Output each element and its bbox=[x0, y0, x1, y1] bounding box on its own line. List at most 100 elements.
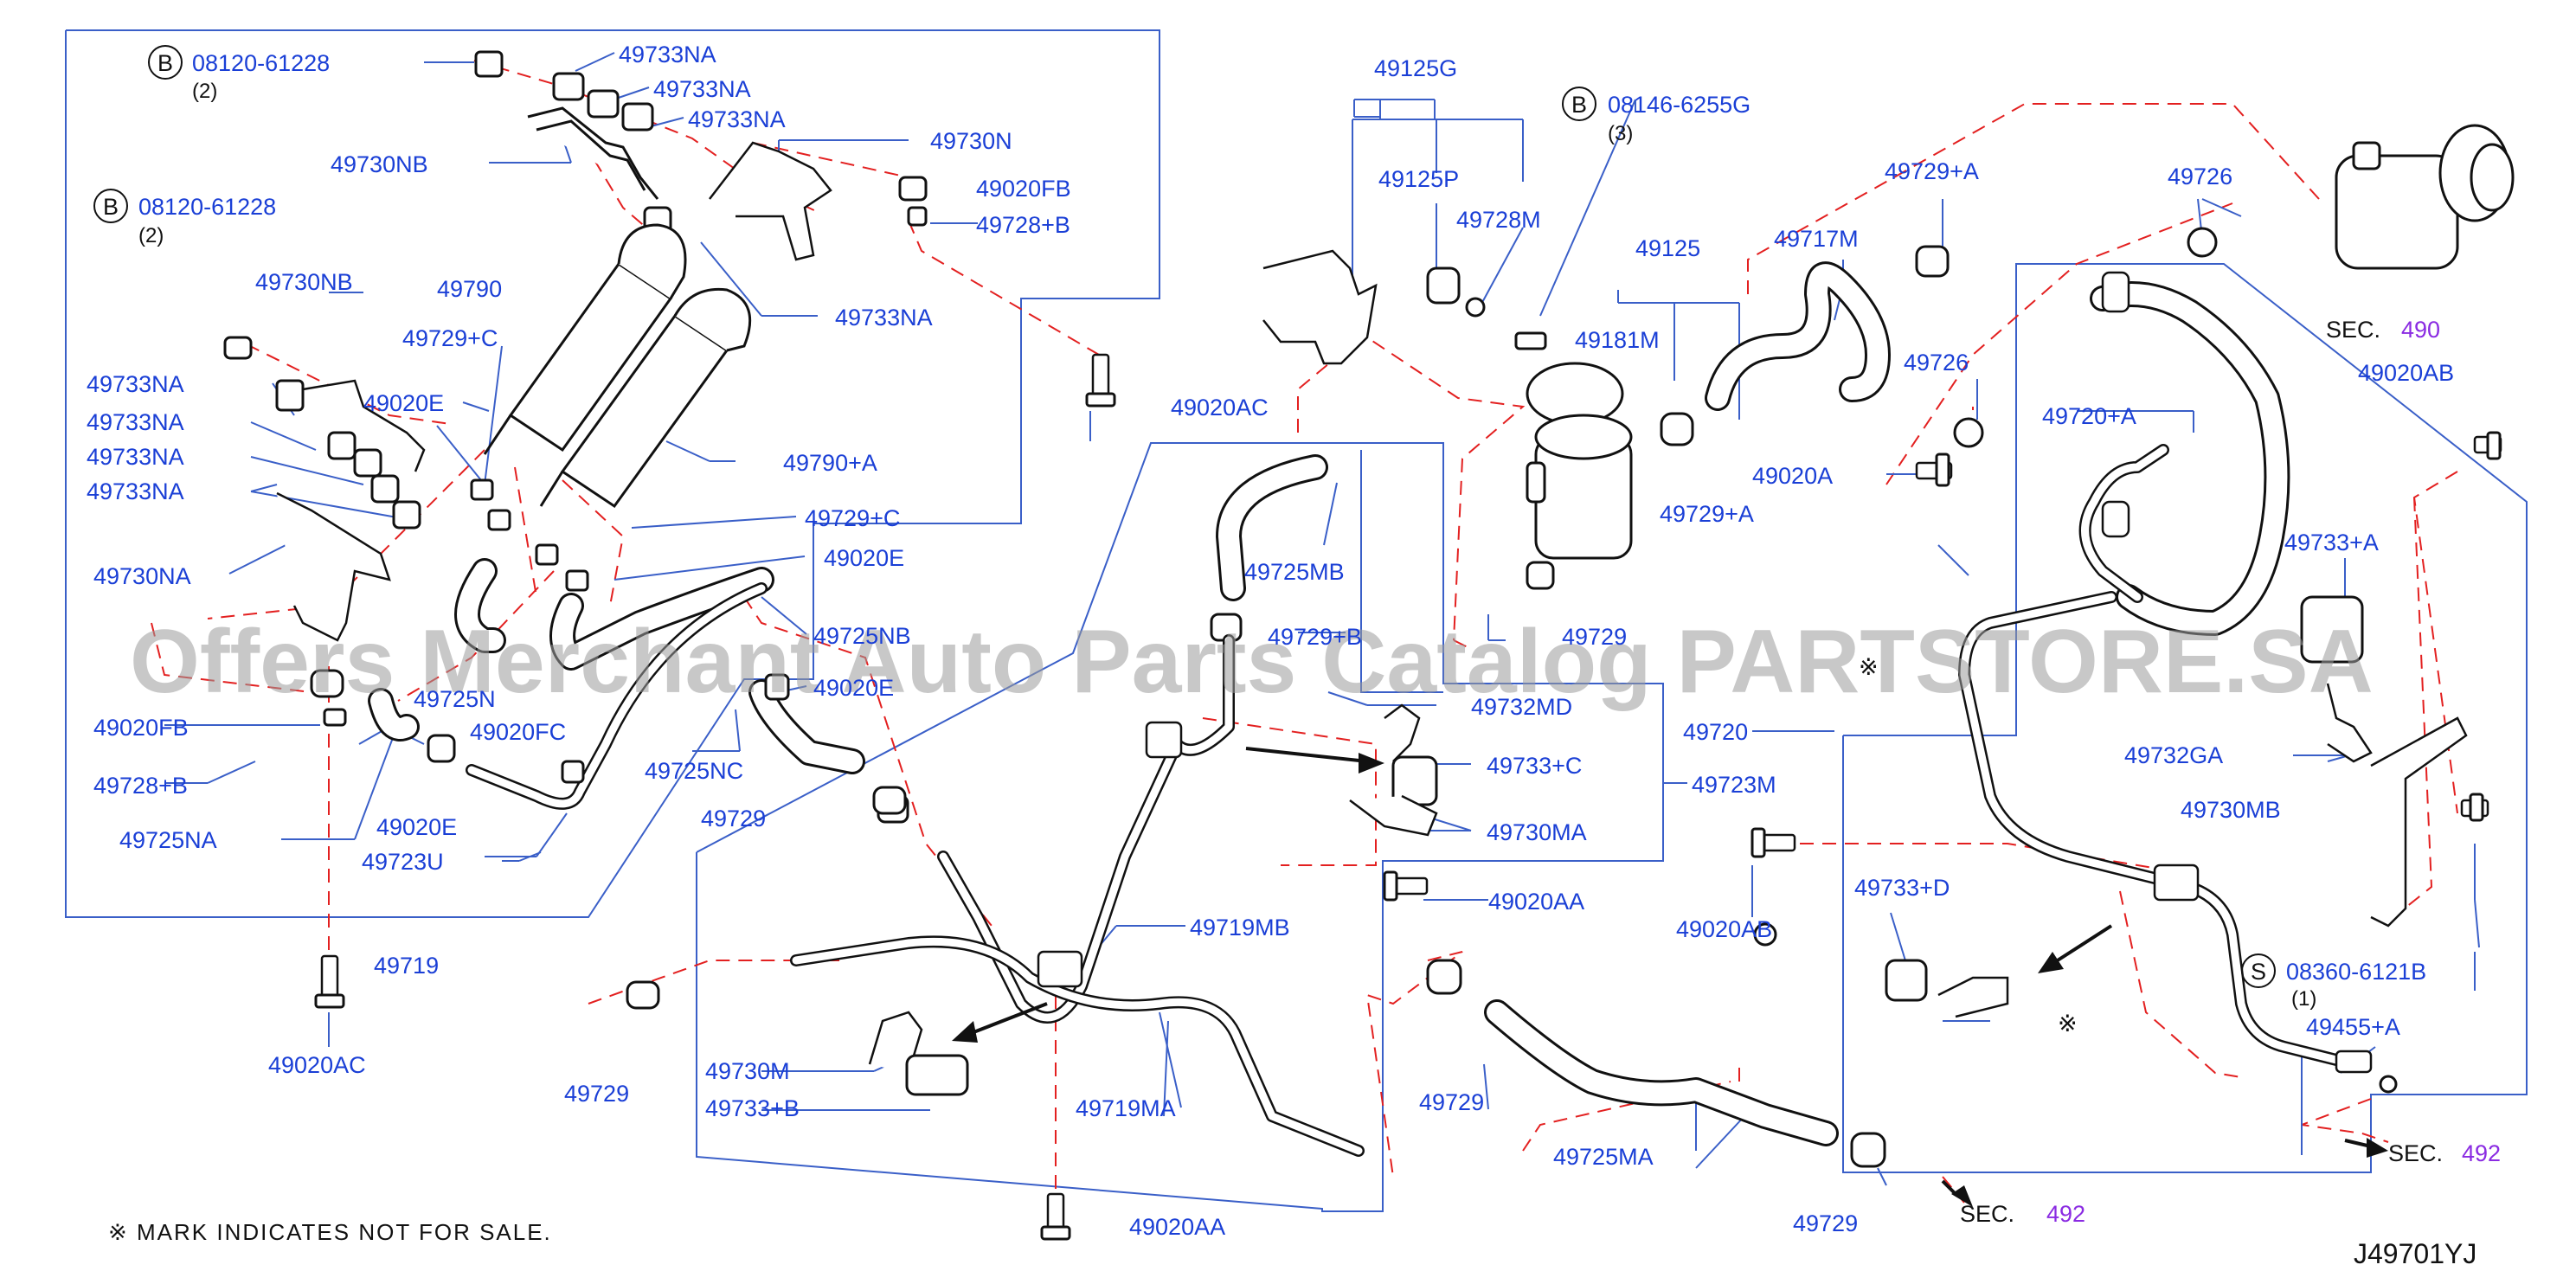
part-label: 49733NA bbox=[87, 371, 184, 397]
part-label: 49020E bbox=[824, 545, 904, 571]
bolt-prefix: B bbox=[103, 194, 119, 220]
part-label: 49728+B bbox=[976, 212, 1070, 238]
bolt-callout-1: B 08120-61228 (2) bbox=[148, 45, 330, 103]
part-label: 49733NA bbox=[835, 305, 933, 331]
not-for-sale-note: ※ MARK INDICATES NOT FOR SALE. bbox=[108, 1219, 552, 1245]
parts-artwork bbox=[223, 50, 2515, 1241]
part-label: 49723U bbox=[362, 849, 444, 875]
part-label: 49020E bbox=[376, 814, 457, 840]
part-label: 49730NA bbox=[93, 563, 191, 589]
not-for-sale-mark: ※ bbox=[2058, 1011, 2078, 1037]
part-label: 49729 bbox=[564, 1081, 629, 1107]
part-label: 49729+C bbox=[805, 505, 900, 531]
part-label: 49020AB bbox=[2358, 360, 2454, 386]
part-label: 49729 bbox=[1793, 1210, 1858, 1236]
part-label: 49720 bbox=[1683, 719, 1748, 745]
center-assembly-frame bbox=[696, 442, 1664, 1212]
part-label: 49725NC bbox=[645, 758, 743, 784]
screw-part-number: 08360-6121B bbox=[2286, 959, 2426, 985]
part-label: 49730MB bbox=[2181, 797, 2281, 823]
section-ref-492-right: SEC. 492 bbox=[2388, 1140, 2501, 1166]
part-label: 49725N bbox=[414, 686, 496, 712]
part-label: 49730NB bbox=[331, 151, 428, 177]
part-label: 49733NA bbox=[87, 478, 184, 504]
sec-number: 492 bbox=[2462, 1140, 2501, 1166]
left-assembly-frame bbox=[65, 29, 1160, 918]
part-label: 49125G bbox=[1374, 55, 1457, 81]
bolt-quantity: (2) bbox=[192, 80, 217, 103]
bolt-callout-3: B 08146-6255G (3) bbox=[1562, 87, 1751, 145]
part-label: 49733NA bbox=[87, 444, 184, 470]
screw-quantity: (1) bbox=[2291, 987, 2316, 1011]
not-for-sale-mark: ※ bbox=[1859, 654, 1879, 680]
part-label: 49733NA bbox=[688, 106, 786, 132]
part-label: 49733NA bbox=[653, 76, 751, 102]
part-label: 49730MA bbox=[1487, 819, 1587, 845]
sec-number: 490 bbox=[2401, 317, 2440, 343]
part-label: 49020FB bbox=[93, 715, 189, 741]
part-label: 49725NB bbox=[813, 623, 911, 649]
part-label: 49729+A bbox=[1660, 501, 1754, 527]
part-label: 49729 bbox=[1419, 1089, 1484, 1115]
sec-word: SEC. bbox=[1960, 1201, 2014, 1227]
part-label: 49717M bbox=[1774, 226, 1859, 252]
bolt-quantity: (3) bbox=[1608, 122, 1633, 145]
part-label: 49726 bbox=[1904, 350, 1969, 376]
part-label: 49733+C bbox=[1487, 753, 1582, 779]
part-label: 49729+B bbox=[1268, 624, 1362, 650]
part-label: 49020AC bbox=[268, 1052, 366, 1078]
part-label: 49728M bbox=[1456, 207, 1541, 233]
part-label: 49020E bbox=[813, 675, 894, 701]
watermark: Offers Merchant Auto Parts Catalog PARTS… bbox=[130, 612, 2374, 712]
part-label: 49730M bbox=[705, 1058, 790, 1084]
part-label: 49729 bbox=[701, 806, 766, 831]
right-assembly-frame bbox=[1842, 263, 2528, 1173]
part-label: 49720+A bbox=[2042, 403, 2136, 429]
part-label: 49125P bbox=[1378, 166, 1459, 192]
part-label: 49733NA bbox=[87, 409, 184, 435]
part-label: 49725MA bbox=[1553, 1144, 1654, 1170]
part-label: 49020E bbox=[363, 390, 444, 416]
part-label: 49729 bbox=[1562, 624, 1627, 650]
bolt-prefix: B bbox=[1571, 92, 1587, 118]
part-label: 49125 bbox=[1635, 235, 1700, 261]
part-label: 49020A bbox=[1752, 463, 1833, 489]
sec-number: 492 bbox=[2046, 1201, 2085, 1227]
bolt-part-number: 08146-6255G bbox=[1608, 92, 1751, 118]
part-label: 49726 bbox=[2168, 164, 2232, 189]
part-label: 49725NA bbox=[119, 827, 217, 853]
bolt-part-number: 08120-61228 bbox=[192, 50, 330, 76]
sec-word: SEC. bbox=[2388, 1140, 2443, 1166]
part-label: 49020AA bbox=[1488, 889, 1584, 915]
part-label: 49732MD bbox=[1471, 694, 1572, 720]
part-label: 49733NA bbox=[619, 42, 716, 67]
part-label: 49730N bbox=[930, 128, 1012, 154]
part-label: 49729+C bbox=[402, 325, 498, 351]
part-label: 49733+B bbox=[705, 1095, 800, 1121]
part-label: 49455+A bbox=[2306, 1014, 2400, 1040]
bolt-prefix: B bbox=[157, 50, 173, 76]
part-labels: 49733NA 49733NA 49733NA 49730NB 49733NA … bbox=[87, 42, 2454, 1240]
part-label: 49719MA bbox=[1076, 1095, 1176, 1121]
part-label: 49729+A bbox=[1885, 158, 1979, 184]
part-label: 49020AA bbox=[1129, 1214, 1225, 1240]
part-label: 49790 bbox=[437, 276, 502, 302]
screw-callout: S 08360-6121B (1) bbox=[2241, 953, 2426, 1011]
part-label: 49020FC bbox=[470, 719, 566, 745]
part-label: 49790+A bbox=[783, 450, 877, 476]
section-ref-490: SEC. 490 bbox=[2326, 317, 2440, 343]
bolt-part-number: 08120-61228 bbox=[138, 194, 276, 220]
part-label: 49725MB bbox=[1244, 559, 1345, 585]
screw-prefix: S bbox=[2251, 959, 2266, 985]
section-ref-492-bottom: SEC. 492 bbox=[1960, 1201, 2085, 1227]
bolt-callout-2: B 08120-61228 (2) bbox=[93, 189, 276, 247]
inner-box-49125 bbox=[1360, 450, 1443, 693]
part-label: 49719 bbox=[374, 953, 439, 979]
part-label: 49020AB bbox=[1676, 916, 1772, 942]
part-label: 49020AC bbox=[1171, 395, 1269, 421]
bolt-quantity: (2) bbox=[138, 224, 164, 247]
diagram-code: J49701YJ bbox=[2354, 1238, 2476, 1269]
part-label: 49719MB bbox=[1190, 915, 1290, 941]
part-label: 49733+D bbox=[1854, 875, 1950, 901]
